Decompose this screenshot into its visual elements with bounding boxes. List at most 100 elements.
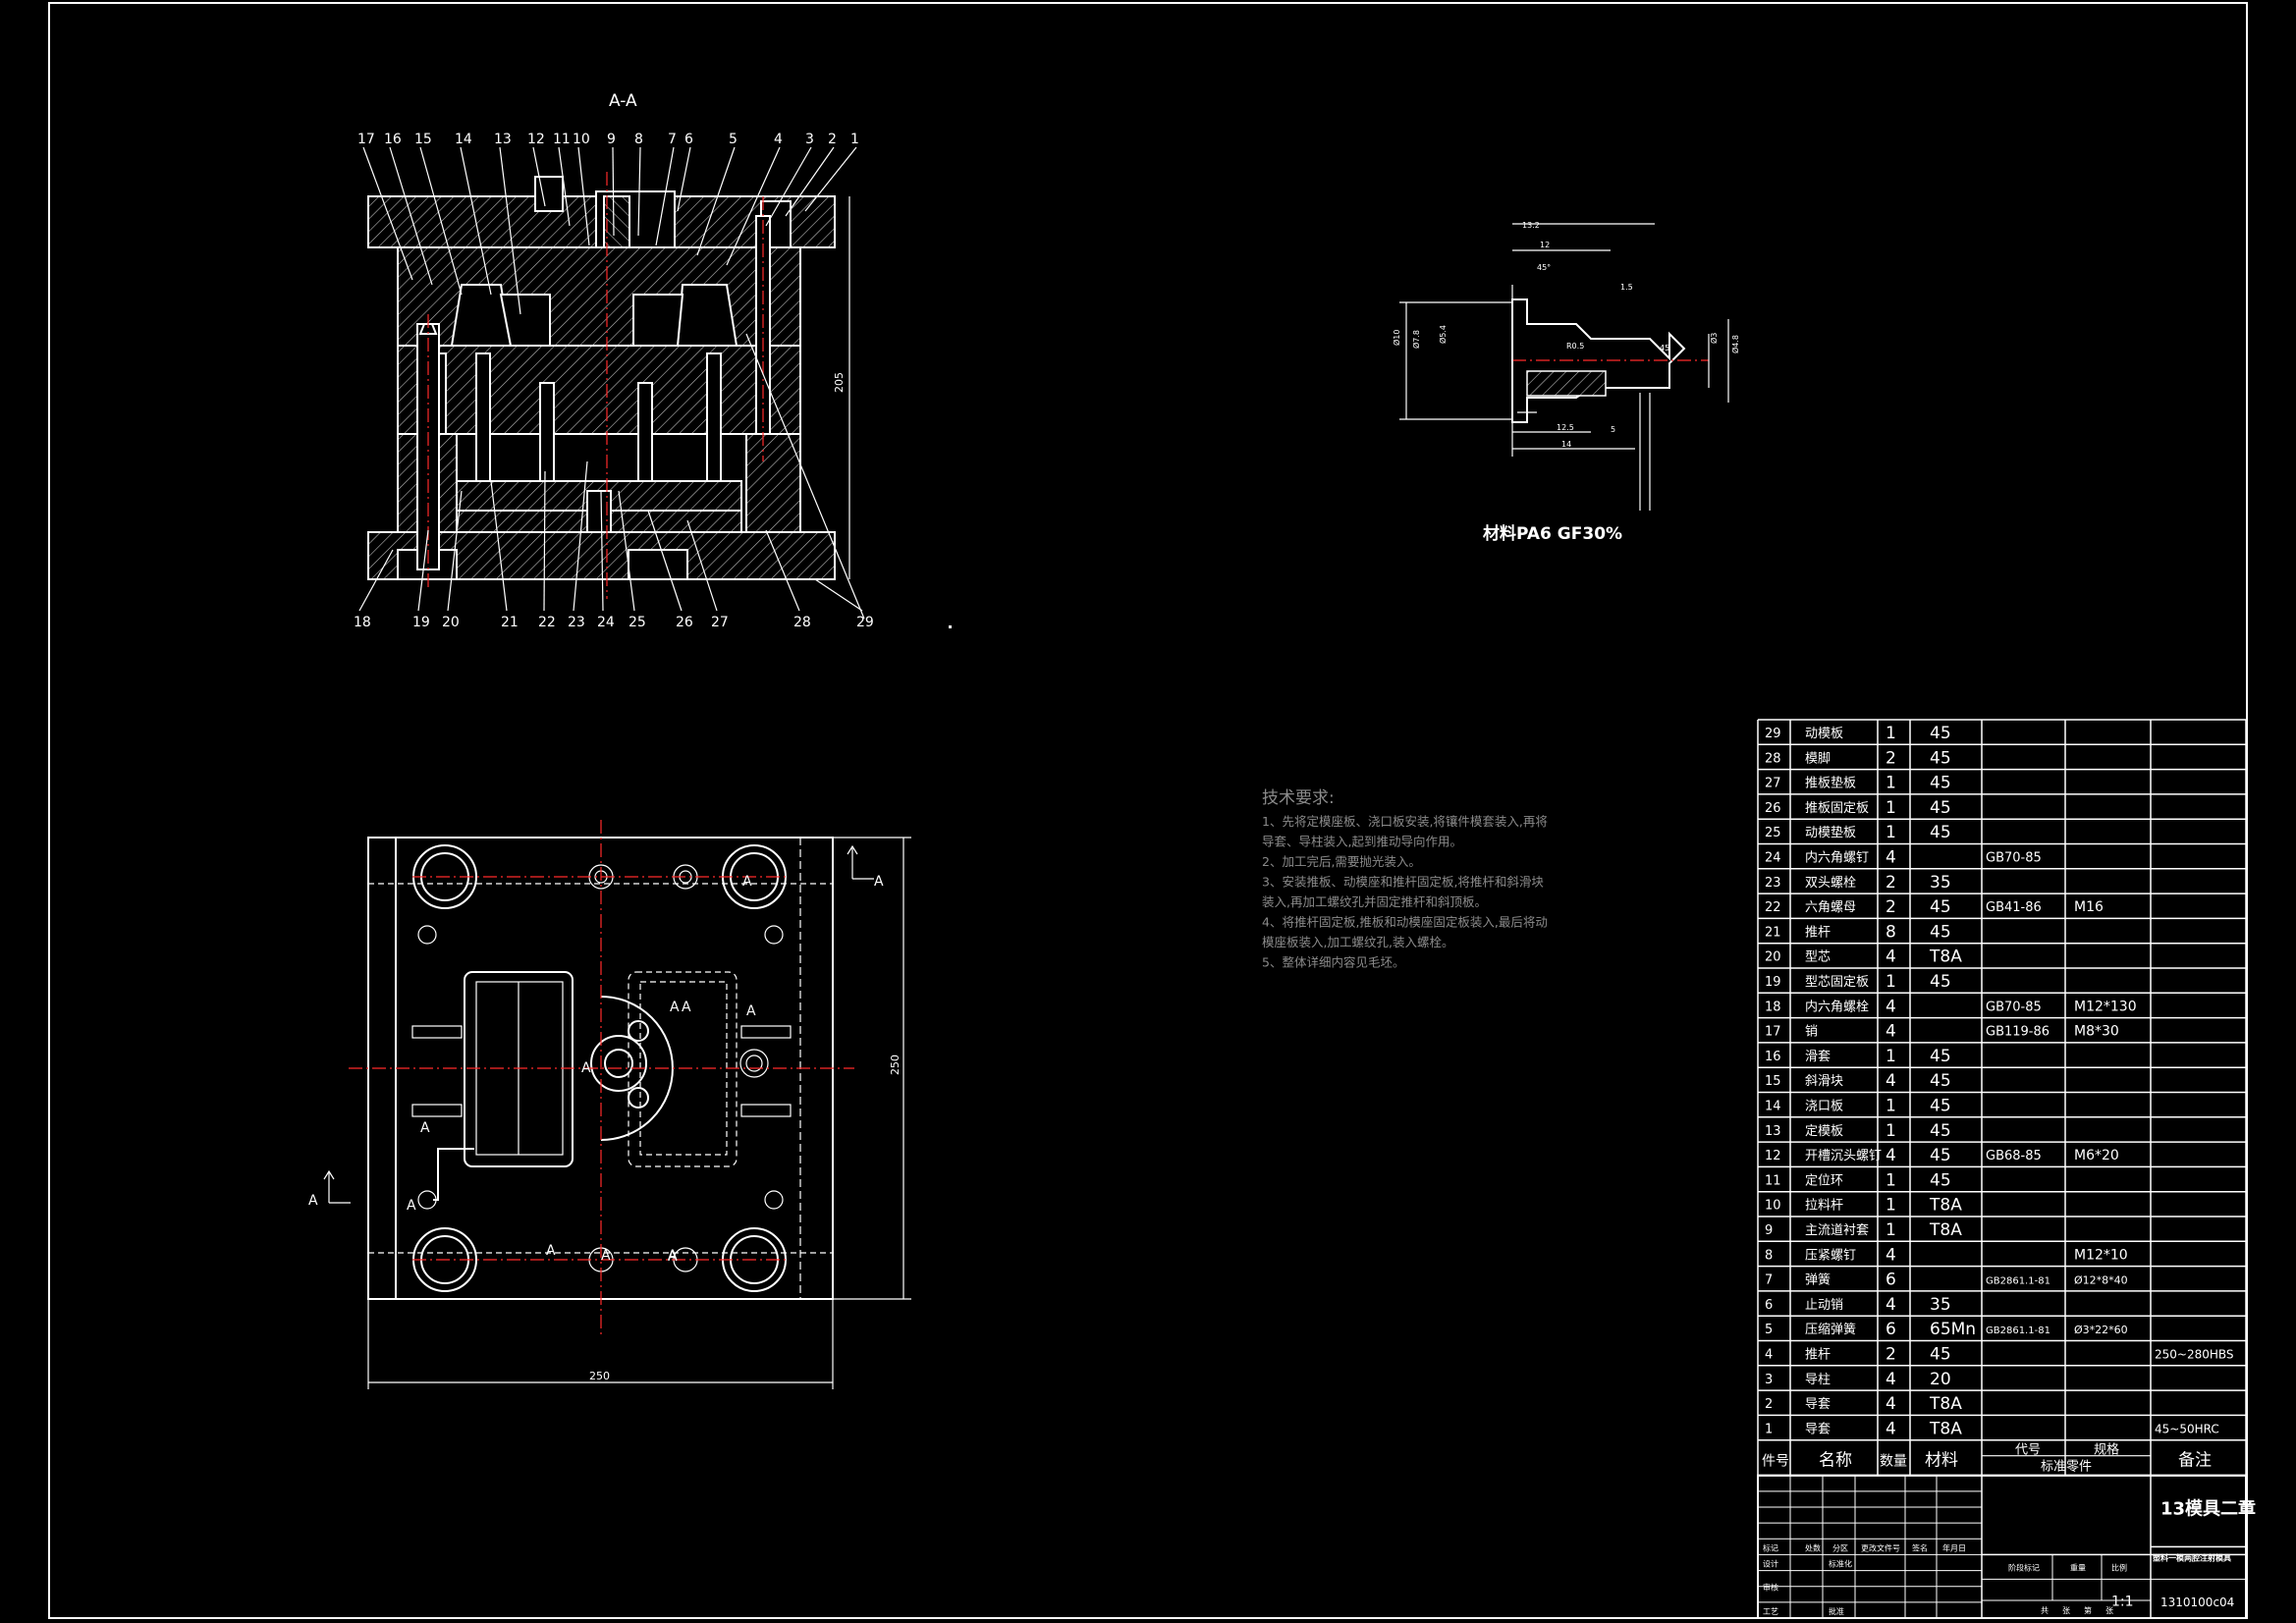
bom-no: 28 [1765, 751, 1781, 766]
bom-no: 8 [1765, 1248, 1773, 1263]
part-label-bottom: 28 [793, 615, 811, 630]
bom-mat: 45 [1930, 897, 1951, 917]
bom-no: 10 [1765, 1199, 1781, 1214]
part-dim: 13.2 [1522, 221, 1540, 230]
bom-mat: 45 [1930, 1097, 1951, 1116]
bom-no: 27 [1765, 777, 1781, 791]
bom-mat: 45 [1930, 1146, 1951, 1165]
bom-name: 推板固定板 [1805, 801, 1869, 816]
part-dim: Ø4.8 [1730, 335, 1740, 353]
part-label-bottom: 18 [354, 615, 371, 630]
bom-qty: 4 [1886, 1245, 1896, 1265]
part-label-top: 7 [668, 132, 677, 147]
bom-mat: 45 [1930, 798, 1951, 818]
bom-mat: 45 [1930, 1071, 1951, 1091]
part-label-top: 4 [774, 132, 783, 147]
bom-no: 17 [1765, 1025, 1781, 1040]
bom-note: 45~50HRC [2155, 1422, 2219, 1435]
bom-qty: 1 [1886, 1097, 1896, 1116]
part-label-top: 16 [384, 132, 402, 147]
bom-spec: M8*30 [2074, 1024, 2119, 1040]
part-dim: R0.5 [1566, 342, 1584, 351]
tb-row-label: 处数 [1805, 1542, 1821, 1552]
bom-name: 定位环 [1805, 1173, 1843, 1188]
bom-header-mat: 材料 [1925, 1451, 1958, 1471]
bom-header-code: 代号 [2015, 1443, 2041, 1458]
section-marker: A [668, 1248, 678, 1264]
bom-name: 压紧螺钉 [1805, 1248, 1856, 1263]
bom-qty: 4 [1886, 1370, 1896, 1389]
bom-qty: 1 [1886, 972, 1896, 992]
part-dim: 45 [1660, 344, 1669, 352]
bom-no: 1 [1765, 1422, 1773, 1436]
bom-qty: 4 [1886, 1419, 1896, 1438]
bom-mat: 35 [1930, 873, 1951, 893]
bom-name: 导柱 [1805, 1373, 1831, 1387]
bom-mat: 45 [1930, 972, 1951, 992]
title-block: 标记处数分区更改文件号签名年月日设计审核工艺标准化批准阶段标记重量比例共张第张1… [1757, 1474, 2256, 1619]
bom-qty: 6 [1886, 1271, 1896, 1290]
part-label-top: 15 [414, 132, 432, 147]
bom-mat: 45 [1930, 1345, 1951, 1365]
bom-name: 浇口板 [1805, 1100, 1843, 1114]
section-marker: A [874, 874, 884, 890]
bom-no: 15 [1765, 1074, 1781, 1089]
tb-row-label: 年月日 [1942, 1542, 1966, 1552]
bom-qty: 1 [1886, 724, 1896, 743]
part-dim: 5 [1611, 425, 1615, 434]
bom-header-qty: 数量 [1880, 1454, 1907, 1470]
tb-scale: 1:1 [2111, 1594, 2134, 1609]
bom-no: 6 [1765, 1298, 1773, 1313]
technical-requirements: 技术要求: 1、先将定模座板、浇口板安装,将镶件模套装入,再将导套、导柱装入,起… [1262, 788, 1548, 970]
dim-plan-width: 250 [589, 1370, 610, 1382]
bom-code: GB70-85 [1986, 851, 2042, 866]
bom-no: 14 [1765, 1100, 1781, 1114]
tech-req-line: 4、将推杆固定板,推板和动模座固定板装入,最后将动 [1262, 915, 1548, 930]
dim-section-height: 205 [833, 372, 846, 393]
part-label-top: 10 [573, 132, 590, 147]
bom-no: 13 [1765, 1124, 1781, 1139]
bom-mat: 45 [1930, 1047, 1951, 1066]
bom-header-spec: 规格 [2094, 1442, 2119, 1458]
part-label-top: 17 [357, 132, 375, 147]
tb-subtitle: 塑料一模两腔注射模具 [2153, 1552, 2231, 1562]
bom-qty: 4 [1886, 1071, 1896, 1091]
bom-mat: 45 [1930, 922, 1951, 942]
tech-req-line: 1、先将定模座板、浇口板安装,将镶件模套装入,再将 [1262, 814, 1548, 829]
bom-name: 开槽沉头螺钉 [1805, 1149, 1882, 1163]
bom-mat: 65Mn [1930, 1320, 1976, 1339]
bom-no: 16 [1765, 1050, 1781, 1064]
section-marker: A [407, 1198, 416, 1214]
bom-no: 20 [1765, 950, 1781, 965]
bom-mat: 45 [1930, 774, 1951, 793]
bom-no: 26 [1765, 801, 1781, 816]
bom-qty: 1 [1886, 1047, 1896, 1066]
bom-code: GB70-85 [1986, 1000, 2042, 1014]
bom-name: 止动销 [1805, 1298, 1843, 1313]
part-label-top: 2 [828, 132, 837, 147]
bom-name: 双头螺栓 [1805, 876, 1856, 891]
section-marker: A [746, 1003, 756, 1019]
tb-sheet-label: 共 [2041, 1606, 2049, 1615]
bom-qty: 2 [1886, 897, 1896, 917]
bom-qty: 2 [1886, 873, 1896, 893]
tb-title: 13模具二章 [2160, 1498, 2256, 1520]
bom-code: GB68-85 [1986, 1149, 2042, 1163]
part-dim: Ø7.8 [1411, 330, 1421, 349]
bom-qty: 2 [1886, 1345, 1896, 1365]
bom-mat: 35 [1930, 1295, 1951, 1315]
tb-stage-label: 阶段标记 [2008, 1562, 2040, 1572]
tech-req-line: 导套、导柱装入,起到推动导向作用。 [1262, 835, 1462, 849]
bom-name: 拉料杆 [1805, 1199, 1843, 1214]
bom-name: 压缩弹簧 [1805, 1322, 1856, 1337]
bom-name: 型芯固定板 [1805, 975, 1869, 990]
tb-row-label: 签名 [1912, 1542, 1928, 1552]
tech-req-title: 技术要求: [1262, 788, 1335, 808]
bom-name: 主流道衬套 [1805, 1222, 1869, 1238]
bom-spec: Ø3*22*60 [2074, 1324, 2128, 1336]
bom-no: 12 [1765, 1149, 1781, 1163]
bom-qty: 1 [1886, 1170, 1896, 1190]
part-label-bottom: 26 [676, 615, 693, 630]
